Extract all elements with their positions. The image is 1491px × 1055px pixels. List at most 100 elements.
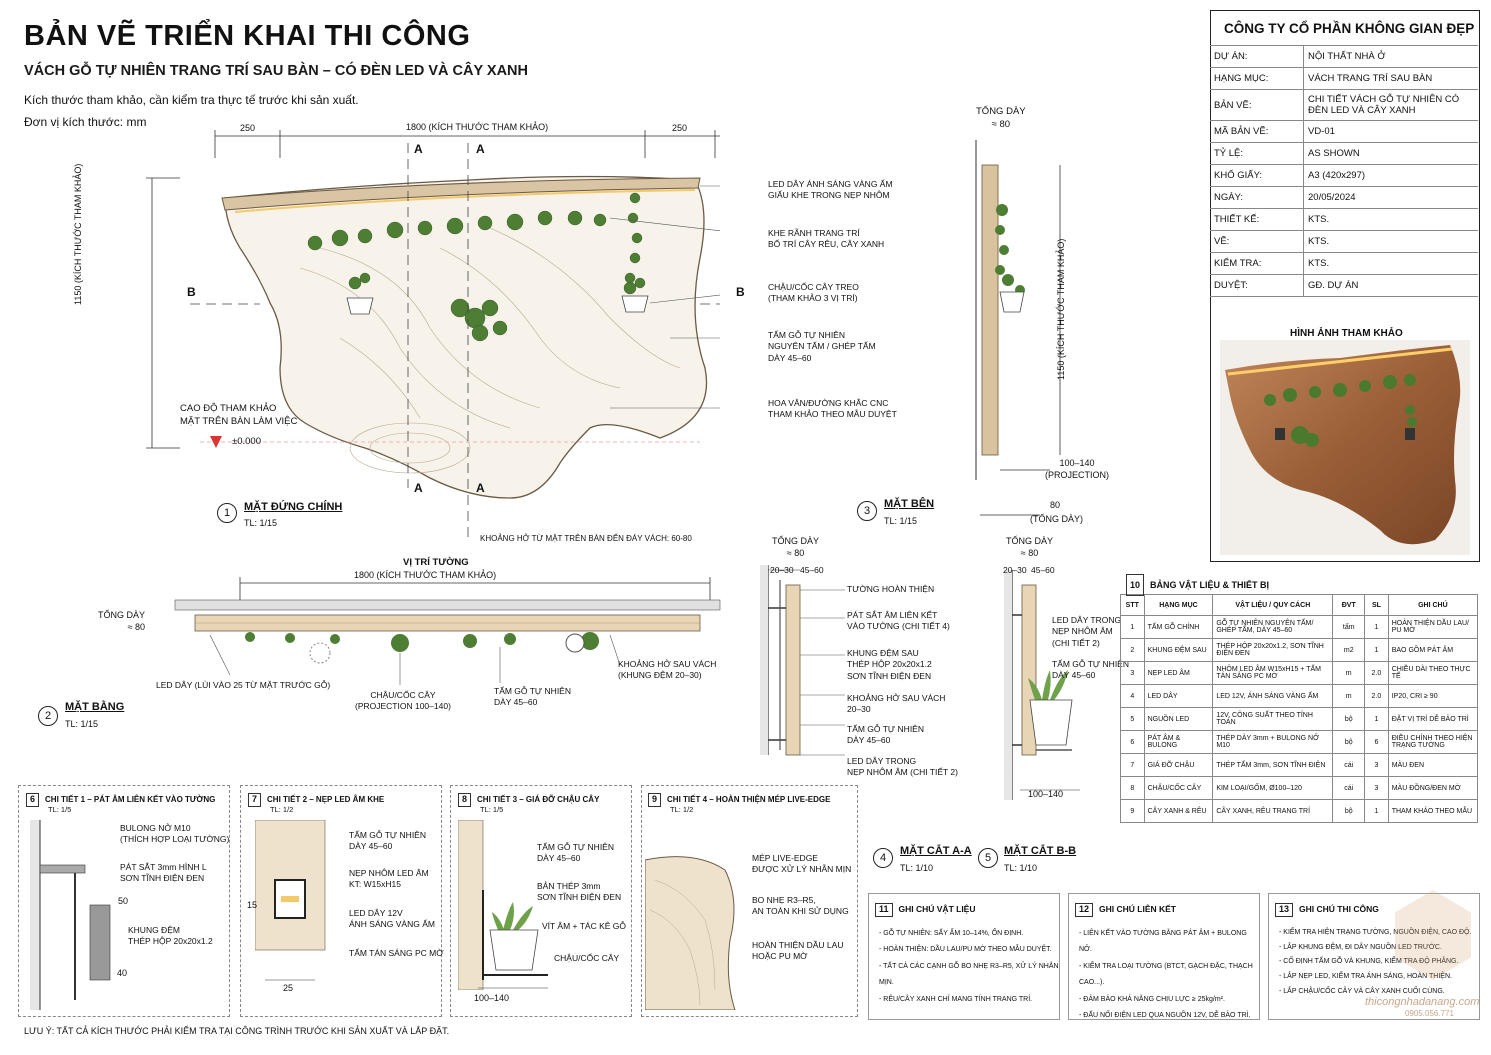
title-block-key: DUYỆT:: [1210, 274, 1304, 297]
sec-aa-note-led: LED DÂY TRONG NẸP NHÔM ÂM (CHI TIẾT 2): [847, 756, 958, 778]
title-block-row: DỰ ÁN:NỘI THẤT NHÀ Ở: [1210, 45, 1478, 68]
detail-4-drawing: [645, 856, 736, 1010]
detail-3-scale: TL: 1/5: [480, 805, 504, 814]
detail-3-dim: 100–140: [474, 993, 510, 1003]
company-name: CÔNG TY CỔ PHẦN KHÔNG GIAN ĐẸP: [1224, 21, 1475, 36]
sec-aa-note-frame: KHUNG ĐỆM SAU THÉP HỘP 20x20x1.2 SƠN TĨN…: [847, 648, 932, 681]
bom-cell: THÉP HỘP 20x20x1.2, SƠN TĨNH ĐIỆN ĐEN: [1212, 638, 1334, 662]
bom-title-text: BẢNG VẬT LIỆU & THIẾT BỊ: [1150, 580, 1270, 590]
detail-1-drawing: [30, 820, 111, 1010]
detail-3-box: [450, 785, 632, 1017]
view-scale-section-bb: TL: 1/10: [1004, 863, 1038, 873]
material-note-item: - GỖ TỰ NHIÊN: SẤY ẨM 10–14%, ỔN ĐỊNH.: [879, 930, 1024, 937]
bom-cell: 1: [1120, 615, 1145, 639]
bom-cell: NẸP LED ÂM: [1143, 661, 1214, 685]
bom-cell: 1: [1364, 799, 1389, 823]
gap-note: KHOẢNG HỞ TỪ MẶT TRÊN BÀN ĐẾN ĐÁY VÁCH: …: [480, 534, 692, 543]
sec-bb-note-wood: TẤM GỖ TỰ NHIÊN DÀY 45–60: [1052, 659, 1129, 681]
bom-cell: m: [1332, 684, 1366, 708]
bom-cell: tấm: [1332, 615, 1366, 639]
detail-2-title-text: CHI TIẾT 2 – NẸP LED ÂM KHE: [267, 795, 385, 804]
detail-2-dim-25: 25: [283, 983, 294, 993]
title-block-row: THIẾT KẾ:KTS.: [1210, 208, 1478, 231]
title-block-row: DUYỆT:GĐ. DỰ ÁN: [1210, 274, 1478, 297]
detail-1-box: [18, 785, 230, 1017]
bom-cell: 1: [1364, 615, 1389, 639]
cut-marker-b-right: B: [736, 285, 745, 299]
side-thickness-label: TỔNG DÀY ≈ 80: [976, 106, 1026, 130]
plan-note-gap: KHOẢNG HỞ SAU VÁCH (KHUNG ĐỆM 20–30): [618, 659, 717, 681]
title-block-value: 20/05/2024: [1303, 186, 1478, 209]
detail-3-note-pot: CHẬU/CỐC CÂY: [554, 953, 620, 963]
detail-1-dim-50: 50: [118, 896, 129, 906]
view-scale-side: TL: 1/15: [884, 516, 918, 526]
plan-thickness: TỔNG DÀY ≈ 80: [98, 610, 146, 633]
detail-1-scale: TL: 1/5: [48, 805, 72, 814]
plan-note-pot: CHẬU/CỐC CÂY (PROJECTION 100–140): [355, 690, 451, 712]
title-block-row: BẢN VẼ:CHI TIẾT VÁCH GỖ TỰ NHIÊN CÓ ĐÈN …: [1210, 89, 1478, 121]
title-block-value: KTS.: [1303, 208, 1478, 231]
bom-header-cell: ĐVT: [1332, 594, 1366, 616]
bom-header-cell: GHI CHÚ: [1387, 594, 1479, 616]
title-block-value: KTS.: [1303, 252, 1478, 275]
section-aa-drawing: [760, 565, 845, 756]
bom-cell: THÉP TẤM 3mm, SƠN TĨNH ĐIỆN: [1212, 753, 1334, 777]
plan-drawing: [174, 577, 721, 685]
connection-note-item: - KIỂM TRA LOẠI TƯỜNG (BTCT, GẠCH ĐẶC, T…: [1079, 962, 1253, 987]
section-bb-drawing: [1004, 570, 1080, 800]
detail-1-dim-40: 40: [117, 968, 128, 978]
bom-cell: 3: [1364, 753, 1389, 777]
title-block-key: BẢN VẼ:: [1210, 89, 1304, 121]
elev-note-pots: CHẬU/CỐC CÂY TREO (THAM KHẢO 3 VỊ TRÍ): [768, 282, 859, 304]
detail-3-note-wood: TẤM GỖ TỰ NHIÊN DÀY 45–60: [537, 842, 614, 864]
title-block-row: KHỔ GIẤY:A3 (420x297): [1210, 164, 1478, 187]
material-notes-number: 11: [875, 903, 893, 917]
bom-cell: m: [1332, 661, 1366, 685]
detail-4-number: 9: [648, 793, 662, 807]
sec-aa-note-wood: TẤM GỖ TỰ NHIÊN DÀY 45–60: [847, 724, 924, 746]
material-note-item: - RÊU/CÂY XANH CHỈ MANG TÍNH TRANG TRÍ.: [879, 995, 1033, 1003]
bom-cell: CÂY XANH, RÊU TRANG TRÍ: [1212, 799, 1334, 823]
page-title: BẢN VẼ TRIỂN KHAI THI CÔNG: [24, 20, 471, 52]
cut-marker-b-left: B: [187, 285, 196, 299]
side-total: 80: [1050, 500, 1061, 510]
page-subtitle: VÁCH GỖ TỰ NHIÊN TRANG TRÍ SAU BÀN – CÓ …: [24, 63, 528, 79]
bom-cell: bộ: [1332, 799, 1366, 823]
material-note-item: - TẤT CẢ CÁC CẠNH GỖ BO NHẸ R3–R5, XỬ LÝ…: [879, 962, 1059, 987]
sec-aa-note-wall: TƯỜNG HOÀN THIỆN: [847, 584, 935, 594]
view-number-2: 2: [38, 706, 58, 726]
watermark-site: thicongnhadanang.com: [1365, 996, 1480, 1008]
sec-aa-dim1: 20–30: [770, 565, 794, 575]
title-block-key: KHỔ GIẤY:: [1210, 164, 1304, 187]
bom-cell: 3: [1364, 776, 1389, 800]
detail-1-note-frame: KHUNG ĐỆM THÉP HỘP 20x20x1.2: [128, 925, 213, 947]
detail-2-drawing: [255, 820, 326, 981]
footer-note: LƯU Ý: TẤT CẢ KÍCH THƯỚC PHẢI KIỂM TRA T…: [24, 1026, 450, 1036]
title-block-value: CHI TIẾT VÁCH GỖ TỰ NHIÊN CÓ ĐÈN LED VÀ …: [1303, 89, 1478, 121]
elev-note-led: LED DÂY ÁNH SÁNG VÀNG ẤM GIẤU KHE TRONG …: [768, 179, 893, 201]
title-block-key: HẠNG MỤC:: [1210, 67, 1304, 90]
plan-note-wood: TẤM GỖ TỰ NHIÊN DÀY 45–60: [494, 686, 571, 708]
bom-cell: 1: [1364, 638, 1389, 662]
title-block-value: GĐ. DỰ ÁN: [1303, 274, 1478, 297]
elev-note-cnc: HOA VĂN/ĐƯỜNG KHẮC CNC THAM KHẢO THEO MẪ…: [768, 398, 897, 420]
connection-note-item: - ĐẤU NỐI ĐIỆN LED QUA NGUỒN 12V, DỄ BẢO…: [1079, 1012, 1251, 1020]
elev-dim-left: 250: [240, 123, 256, 133]
bom-cell: 2.0: [1364, 661, 1389, 685]
detail-2-scale: TL: 1/2: [270, 805, 294, 814]
bom-header-cell: HẠNG MỤC: [1143, 594, 1214, 616]
bom-cell: GỖ TỰ NHIÊN NGUYÊN TẤM/ GHÉP TẤM, DÀY 45…: [1212, 615, 1334, 639]
level-label: CAO ĐỘ THAM KHẢO MẶT TRÊN BÀN LÀM VIỆC: [180, 403, 298, 427]
view-number-1: 1: [217, 503, 237, 523]
bom-cell: cái: [1332, 753, 1366, 777]
detail-4-scale: TL: 1/2: [670, 805, 694, 814]
